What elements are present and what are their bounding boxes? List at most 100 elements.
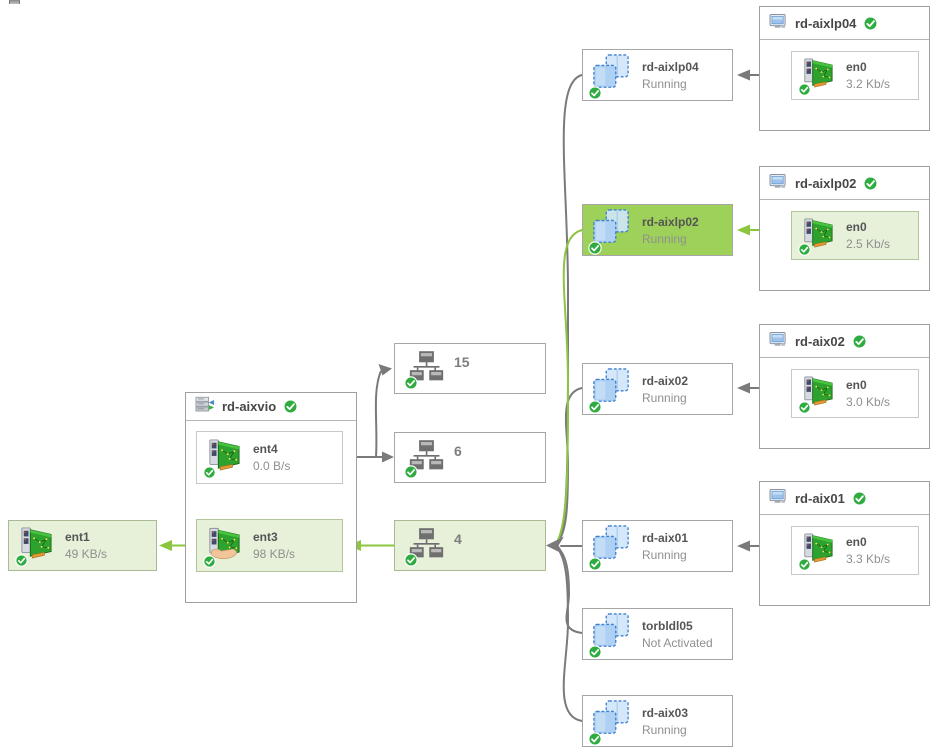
status-ok-icon <box>798 83 811 96</box>
status-ok-icon <box>588 645 602 659</box>
host-title: rd-aix01 <box>795 490 845 506</box>
vm-name: rd-aix02 <box>642 373 689 388</box>
status-ok-icon <box>203 466 216 479</box>
status-ok-icon <box>203 555 216 568</box>
host-header: rd-aixlp04 <box>760 7 929 40</box>
adapter-name: en0 <box>846 378 867 392</box>
network-card-icon <box>802 218 834 253</box>
adapter-node-en0[interactable]: en0 2.5 Kb/s <box>791 211 919 260</box>
vm-name: rd-aixlp02 <box>642 214 699 229</box>
network-card-icon <box>207 439 241 476</box>
status-ok-icon <box>588 400 602 414</box>
vm-name: torbldl05 <box>642 618 693 633</box>
virtual-machine-icon <box>592 525 630 568</box>
host-header: rd-aixlp02 <box>760 167 929 200</box>
host-title: rd-aix02 <box>795 333 845 349</box>
adapter-node-en0[interactable]: en0 3.2 Kb/s <box>791 51 919 100</box>
adapter-node-en0[interactable]: en0 3.3 Kb/s <box>791 526 919 575</box>
vm-status: Running <box>642 390 687 405</box>
vm-monitor-icon <box>769 13 788 34</box>
vm-status: Running <box>642 547 687 562</box>
adapter-rate: 2.5 Kb/s <box>846 237 891 251</box>
adapter-node-en0[interactable]: en0 3.0 Kb/s <box>791 369 919 418</box>
vio-title: rd-aixvio <box>222 399 277 414</box>
host-container-rd-aix01[interactable]: rd-aix01 en0 3.3 Kb/s <box>759 481 930 606</box>
status-ok-icon <box>15 554 28 567</box>
network-switch-icon <box>408 527 445 564</box>
host-title: rd-aixlp02 <box>795 175 857 191</box>
adapter-name: ent1 <box>65 530 90 544</box>
vm-monitor-icon <box>769 173 788 194</box>
adapter-rate: 49 KB/s <box>65 547 108 561</box>
status-ok-icon <box>852 334 867 349</box>
host-title: rd-aixlp04 <box>795 15 857 31</box>
shared-network-card-icon <box>207 527 241 565</box>
virtual-machine-icon <box>592 209 630 252</box>
adapter-name: ent3 <box>253 530 278 544</box>
vm-name: rd-aix03 <box>642 705 689 720</box>
status-ok-icon <box>863 176 878 191</box>
status-ok-icon <box>798 401 811 414</box>
vm-monitor-icon <box>769 488 788 509</box>
adapter-rate: 98 KB/s <box>253 547 296 561</box>
vm-node-rd-aix03[interactable]: rd-aix03 Running <box>582 695 733 747</box>
vm-status: Not Activated <box>642 635 713 650</box>
vm-status: Running <box>642 231 687 246</box>
vm-node-torbldl05[interactable]: torbldl05 Not Activated <box>582 608 733 660</box>
clipped-window-icon <box>9 0 20 4</box>
host-container-rd-aixlp04[interactable]: rd-aixlp04 en0 3.2 Kb/s <box>759 6 930 131</box>
network-card-icon <box>19 527 53 564</box>
status-ok-icon <box>863 16 878 31</box>
virtual-machine-icon <box>592 613 630 656</box>
adapter-node-ent4[interactable]: ent4 0.0 B/s <box>196 431 343 484</box>
adapter-node-ent3[interactable]: ent3 98 KB/s <box>196 519 343 572</box>
vm-node-rd-aixlp04[interactable]: rd-aixlp04 Running <box>582 49 733 101</box>
host-header: rd-aix01 <box>760 482 929 515</box>
network-card-icon <box>802 533 834 568</box>
adapter-name: en0 <box>846 220 867 234</box>
status-ok-icon <box>588 732 602 746</box>
adapter-rate: 3.0 Kb/s <box>846 395 891 409</box>
network-switch-icon <box>408 439 445 476</box>
adapter-rate: 3.3 Kb/s <box>846 552 891 566</box>
virtual-machine-icon <box>592 700 630 743</box>
status-ok-icon <box>588 557 602 571</box>
adapter-name: en0 <box>846 60 867 74</box>
status-ok-icon <box>798 558 811 571</box>
vio-server-container[interactable]: rd-aixvio ent4 0.0 B/s ent3 98 KB/s <box>185 392 357 603</box>
status-ok-icon <box>404 465 418 479</box>
adapter-name: en0 <box>846 535 867 549</box>
adapter-node-ent1[interactable]: ent1 49 KB/s <box>8 520 157 571</box>
adapter-rate: 3.2 Kb/s <box>846 77 891 91</box>
vm-node-rd-aixlp02[interactable]: rd-aixlp02 Running <box>582 204 733 256</box>
adapter-rate: 0.0 B/s <box>253 459 291 473</box>
host-container-rd-aixlp02[interactable]: rd-aixlp02 en0 2.5 Kb/s <box>759 166 930 291</box>
status-ok-icon <box>588 241 602 255</box>
network-card-icon <box>802 58 834 93</box>
status-ok-icon <box>588 86 602 100</box>
virtual-machine-icon <box>592 368 630 411</box>
status-ok-icon <box>852 491 867 506</box>
vm-monitor-icon <box>769 331 788 352</box>
status-ok-icon <box>798 243 811 256</box>
status-ok-icon <box>404 376 418 390</box>
server-icon <box>195 396 215 418</box>
switch-node-6[interactable]: 6 <box>394 432 546 483</box>
vio-header: rd-aixvio <box>186 393 356 421</box>
status-ok-icon <box>283 399 298 414</box>
switch-node-15[interactable]: 15 <box>394 343 546 394</box>
switch-label: 4 <box>454 530 462 547</box>
vm-node-rd-aix01[interactable]: rd-aix01 Running <box>582 520 733 572</box>
adapter-name: ent4 <box>253 442 278 456</box>
host-container-rd-aix02[interactable]: rd-aix02 en0 3.0 Kb/s <box>759 324 930 449</box>
host-header: rd-aix02 <box>760 325 929 358</box>
status-ok-icon <box>404 553 418 567</box>
switch-node-4[interactable]: 4 <box>394 520 546 571</box>
vm-node-rd-aix02[interactable]: rd-aix02 Running <box>582 363 733 415</box>
network-card-icon <box>802 376 834 411</box>
vm-status: Running <box>642 76 687 91</box>
vm-name: rd-aix01 <box>642 530 689 545</box>
switch-label: 6 <box>454 442 462 459</box>
switch-label: 15 <box>454 353 470 370</box>
